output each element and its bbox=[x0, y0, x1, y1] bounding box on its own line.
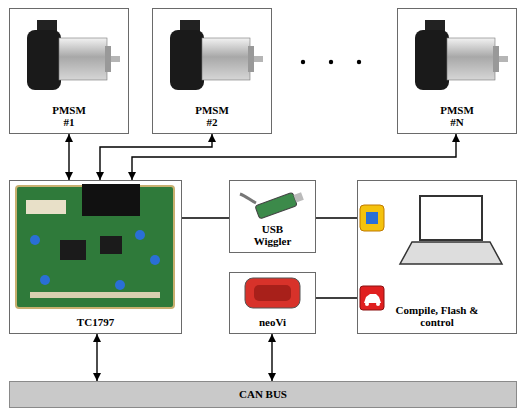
node-label: CAN BUS bbox=[239, 388, 287, 401]
node-label: Compile, Flash & control bbox=[385, 304, 489, 329]
motor-picture bbox=[170, 20, 263, 90]
connector bbox=[182, 217, 229, 218]
node-label: neoVi bbox=[259, 316, 286, 329]
connector bbox=[316, 217, 357, 218]
car-icon bbox=[360, 286, 384, 310]
motor-box: PMSM #2 bbox=[152, 8, 272, 134]
neovi-device-picture bbox=[245, 278, 300, 308]
compiler-icon bbox=[360, 205, 384, 231]
connector bbox=[271, 334, 272, 381]
connector bbox=[68, 134, 69, 180]
interface-box: neoVi bbox=[229, 272, 316, 334]
controller-box: TC1797 bbox=[9, 180, 182, 334]
ellipsis-dots bbox=[301, 60, 361, 64]
node-label: PMSM #1 bbox=[49, 104, 89, 129]
laptop-picture bbox=[400, 196, 502, 264]
node-label: PMSM #N bbox=[437, 104, 477, 129]
pc-box: Compile, Flash & control bbox=[357, 180, 517, 334]
motor-picture bbox=[27, 20, 120, 90]
connector bbox=[96, 334, 97, 381]
connector bbox=[316, 297, 357, 298]
node-label: TC1797 bbox=[77, 316, 114, 329]
motor-picture bbox=[415, 20, 508, 90]
motor-box: PMSM #1 bbox=[9, 8, 129, 134]
usb-dongle-picture bbox=[240, 190, 305, 220]
bus-band: CAN BUS bbox=[9, 381, 517, 408]
motor-box: PMSM #N bbox=[397, 8, 517, 134]
node-label: USB Wiggler bbox=[243, 223, 303, 248]
node-label: PMSM #2 bbox=[192, 104, 232, 129]
debugger-box: USB Wiggler bbox=[229, 180, 316, 253]
connector bbox=[132, 134, 456, 180]
pcb-picture bbox=[16, 184, 174, 308]
